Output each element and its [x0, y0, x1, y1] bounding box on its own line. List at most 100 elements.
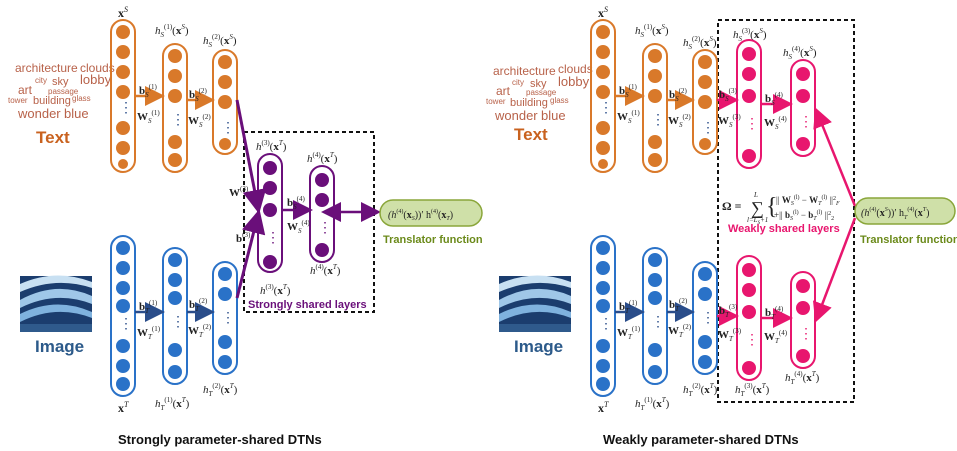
caption-right: Weakly parameter-shared DTNs — [603, 432, 799, 447]
svg-text:W(3): W(3) — [229, 185, 249, 199]
image-column-right-1: ⋮ — [590, 235, 616, 397]
svg-text:WT(1): WT(1) — [137, 325, 161, 341]
svg-text:⋮: ⋮ — [599, 99, 613, 115]
weak-column-image-4: ⋮ — [790, 271, 816, 369]
text-title-left: Text — [36, 128, 70, 147]
svg-text:h(4)(xT): h(4)(xT) — [307, 151, 338, 165]
svg-text:WS(2): WS(2) — [188, 113, 211, 129]
svg-text:hT(2)(xT): hT(2)(xT) — [683, 382, 718, 398]
svg-text:hS(4)(xS): hS(4)(xS) — [783, 45, 817, 61]
svg-text:hT(2)(xT): hT(2)(xT) — [203, 382, 238, 398]
word-clouds-r: clouds — [558, 62, 593, 76]
word-blue-r: blue — [541, 108, 566, 123]
svg-text:⋮: ⋮ — [799, 325, 813, 341]
svg-text:⋮: ⋮ — [266, 229, 280, 245]
image-thumbnail-left — [20, 275, 92, 332]
svg-text:⋮: ⋮ — [745, 331, 759, 347]
shared-label-right: Weakly shared layers — [728, 223, 840, 235]
image-title-right: Image — [514, 337, 563, 356]
svg-text:⋮: ⋮ — [799, 113, 813, 129]
word-sky-r: sky — [530, 78, 547, 90]
svg-text:⋮: ⋮ — [171, 313, 185, 329]
image-column-left-3: ⋮ — [212, 261, 238, 375]
svg-text:l=LS+1: l=LS+1 — [747, 216, 768, 226]
svg-text:hS(3)(xS): hS(3)(xS) — [733, 27, 767, 43]
svg-text:hT(1)(xT): hT(1)(xT) — [635, 396, 670, 412]
svg-text:hS(1)(xS): hS(1)(xS) — [155, 23, 189, 39]
svg-text:⋮: ⋮ — [221, 119, 235, 135]
translator-pill-left — [379, 199, 483, 227]
word-sky: sky — [52, 76, 69, 88]
shared-label-left: Strongly shared layers — [248, 299, 367, 311]
svg-text:WS(1): WS(1) — [137, 109, 160, 125]
weak-column-image-3: ⋮ — [736, 255, 762, 381]
svg-text:hT(1)(xT): hT(1)(xT) — [155, 396, 190, 412]
image-title-left: Image — [35, 337, 84, 356]
svg-text:⋮: ⋮ — [651, 111, 665, 127]
text-column-right-1: ⋮ — [590, 19, 616, 173]
svg-text:⋮: ⋮ — [651, 313, 665, 329]
svg-text:xT: xT — [598, 400, 609, 415]
word-glass: glass — [72, 94, 91, 103]
text-column-left-1: ⋮ — [110, 19, 136, 173]
weak-column-text-3: ⋮ — [736, 39, 762, 169]
text-title-right: Text — [514, 125, 548, 144]
omega-formula: Ω = ∑ L l=LS+1 { || WS(l) − WT(l) ||2F +… — [722, 191, 840, 226]
wordcloud-left: architecture clouds city sky lobby art p… — [8, 61, 115, 121]
svg-text:WS(4): WS(4) — [287, 219, 310, 235]
svg-text:bS(3): bS(3) — [719, 87, 737, 103]
word-architecture: architecture — [15, 61, 78, 75]
image-column-left-2: ⋮ — [162, 247, 188, 385]
svg-text:⋮: ⋮ — [318, 219, 332, 235]
word-art: art — [18, 83, 33, 97]
word-tower-r: tower — [486, 97, 506, 106]
word-building: building — [33, 95, 71, 107]
text-column-left-3: ⋮ — [212, 49, 238, 155]
svg-text:WS(4): WS(4) — [764, 115, 787, 131]
svg-text:+|| bS(l) − bT(l) ||22: +|| bS(l) − bT(l) ||22 — [774, 209, 834, 222]
word-lobby-r: lobby — [558, 74, 590, 89]
svg-text:⋮: ⋮ — [701, 309, 715, 325]
svg-text:bT(3): bT(3) — [719, 303, 738, 319]
word-clouds: clouds — [80, 61, 115, 75]
word-blue: blue — [64, 106, 89, 121]
svg-text:WS(2): WS(2) — [668, 113, 691, 129]
right-diagram: architecture clouds city sky lobby art p… — [486, 5, 957, 447]
svg-text:hS(1)(xS): hS(1)(xS) — [635, 23, 669, 39]
svg-text:WT(4): WT(4) — [764, 329, 788, 345]
svg-text:⋮: ⋮ — [171, 111, 185, 127]
weak-column-text-4: ⋮ — [790, 59, 816, 157]
svg-text:b(3): b(3) — [236, 231, 251, 245]
svg-text:Ω =: Ω = — [722, 199, 742, 213]
text-column-right-3: ⋮ — [692, 49, 718, 155]
word-building-r: building — [510, 97, 548, 109]
svg-text:WT(1): WT(1) — [617, 325, 641, 341]
svg-text:∑: ∑ — [751, 198, 764, 218]
svg-text:⋮: ⋮ — [119, 99, 133, 115]
svg-text:WS(1): WS(1) — [617, 109, 640, 125]
word-lobby: lobby — [80, 72, 112, 87]
image-column-right-2: ⋮ — [642, 247, 668, 385]
word-city: city — [35, 76, 47, 85]
svg-text:xT: xT — [118, 400, 129, 415]
svg-text:⋮: ⋮ — [221, 309, 235, 325]
word-architecture-r: architecture — [493, 64, 556, 78]
svg-text:L: L — [753, 191, 758, 199]
caption-left: Strongly parameter-shared DTNs — [118, 432, 322, 447]
svg-text:WT(2): WT(2) — [188, 323, 212, 339]
word-wonder-r: wonder — [494, 108, 538, 123]
image-column-left-1: ⋮ — [110, 235, 136, 397]
svg-text:xS: xS — [598, 5, 608, 20]
svg-text:WT(2): WT(2) — [668, 323, 692, 339]
word-glass-r: glass — [550, 96, 569, 105]
translator-label-right: Translator function — [860, 234, 957, 246]
word-passage-r: passage — [526, 88, 557, 97]
word-wonder: wonder — [17, 106, 61, 121]
text-column-right-2: ⋮ — [642, 43, 668, 173]
svg-text:bT(2): bT(2) — [189, 297, 208, 313]
word-art-r: art — [496, 84, 511, 98]
svg-text:hT(3)(xT): hT(3)(xT) — [735, 382, 770, 398]
translator-pill-right — [854, 197, 956, 225]
svg-text:bS(4): bS(4) — [287, 195, 305, 211]
